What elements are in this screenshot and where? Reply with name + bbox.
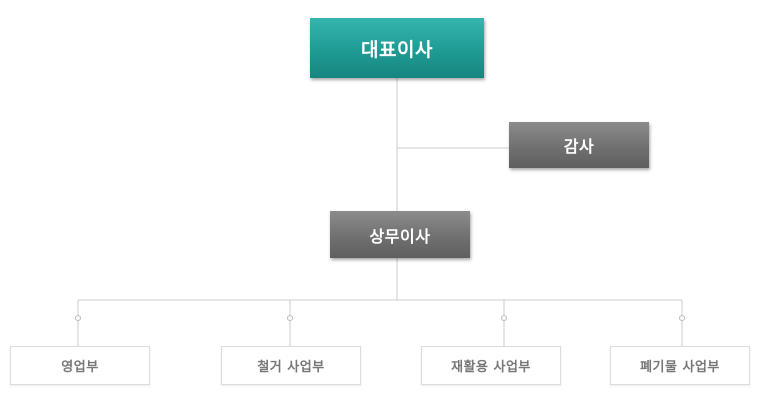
connector-dot-sales: [75, 315, 81, 321]
department-box-recycling: 재활용 사업부: [421, 346, 561, 385]
audit-box: 감사: [509, 122, 649, 168]
audit-label: 감사: [563, 137, 595, 156]
managing-director-box: 상무이사: [330, 211, 470, 258]
department-box-sales: 영업부: [10, 346, 150, 385]
department-box-waste: 폐기물 사업부: [610, 346, 750, 385]
managing-director-label: 상무이사: [369, 226, 431, 246]
ceo-box: 대표이사: [310, 18, 484, 78]
connector-dot-waste: [679, 315, 685, 321]
department-label-demolition: 철거 사업부: [257, 360, 325, 375]
department-label-waste: 폐기물 사업부: [640, 360, 720, 375]
connector-dot-demolition: [287, 315, 293, 321]
department-box-demolition: 철거 사업부: [221, 346, 361, 385]
ceo-label: 대표이사: [361, 38, 433, 61]
connector-dot-recycling: [501, 315, 507, 321]
department-label-sales: 영업부: [61, 360, 99, 375]
department-label-recycling: 재활용 사업부: [451, 360, 531, 375]
